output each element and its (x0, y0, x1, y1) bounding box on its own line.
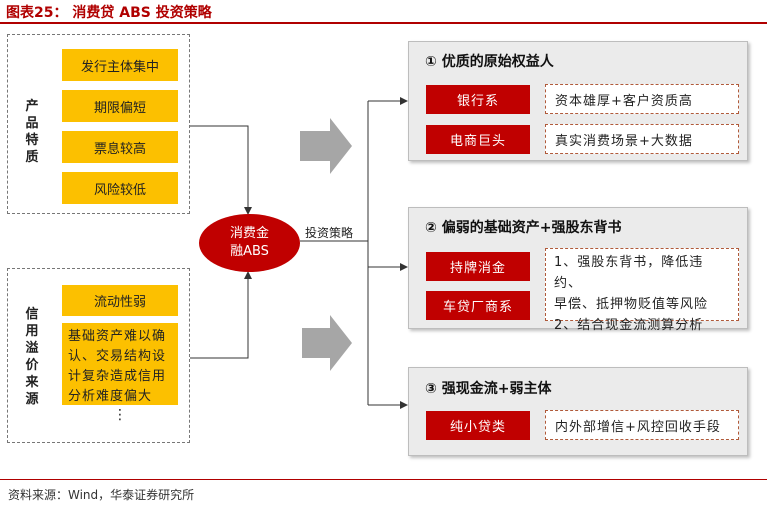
panel-title: ③ 强现金流+弱主体 (425, 381, 552, 397)
consumer-finance-abs-node: 消费金 融ABS (199, 214, 300, 272)
panel-title: ② 偏弱的基础资产+强股东背书 (425, 220, 622, 236)
panel-desc: 资本雄厚+客户资质高 (545, 84, 739, 114)
feature-item: 期限偏短 (62, 90, 178, 122)
ellipsis: ⋮ (113, 407, 127, 423)
product-features-label: 产品特质 (25, 99, 39, 165)
premium-item: 流动性弱 (62, 285, 178, 316)
panel-tag: 电商巨头 (426, 125, 530, 154)
panel-tag: 银行系 (426, 85, 530, 114)
panel-desc: 真实消费场景+大数据 (545, 124, 739, 154)
footer-rule (0, 479, 767, 480)
panel-tag: 持牌消金 (426, 252, 530, 281)
source-note: 资料来源：Wind，华泰证券研究所 (8, 488, 195, 502)
figure-title: 图表25： 消费贷 ABS 投资策略 (6, 5, 212, 21)
feature-item: 发行主体集中 (62, 49, 178, 81)
strategy-label: 投资策略 (305, 226, 354, 240)
panel-tag: 纯小贷类 (426, 411, 530, 440)
feature-item: 票息较高 (62, 131, 178, 163)
panel-desc: 1、强股东背书，降低违约、 早偿、抵押物贬值等风险 2、结合现金流测算分析 (545, 248, 739, 333)
node-label-line2: 融ABS (230, 244, 269, 259)
panel-tag: 车贷厂商系 (426, 291, 530, 320)
panel-title: ① 优质的原始权益人 (425, 54, 554, 70)
desc-line: 2、结合现金流测算分析 (554, 318, 704, 333)
node-label-line1: 消费金 (229, 226, 269, 241)
panel-desc: 内外部增信+风控回收手段 (545, 410, 739, 440)
feature-item: 风险较低 (62, 172, 178, 204)
credit-premium-label: 信用溢价来源 (25, 307, 39, 407)
premium-item: 基础资产难以确认、交易结构设计复杂造成信用分析难度偏大 (62, 323, 178, 405)
title-rule (0, 22, 767, 24)
desc-line: 1、强股东背书，降低违约、 (554, 255, 704, 291)
desc-line: 早偿、抵押物贬值等风险 (554, 297, 709, 312)
